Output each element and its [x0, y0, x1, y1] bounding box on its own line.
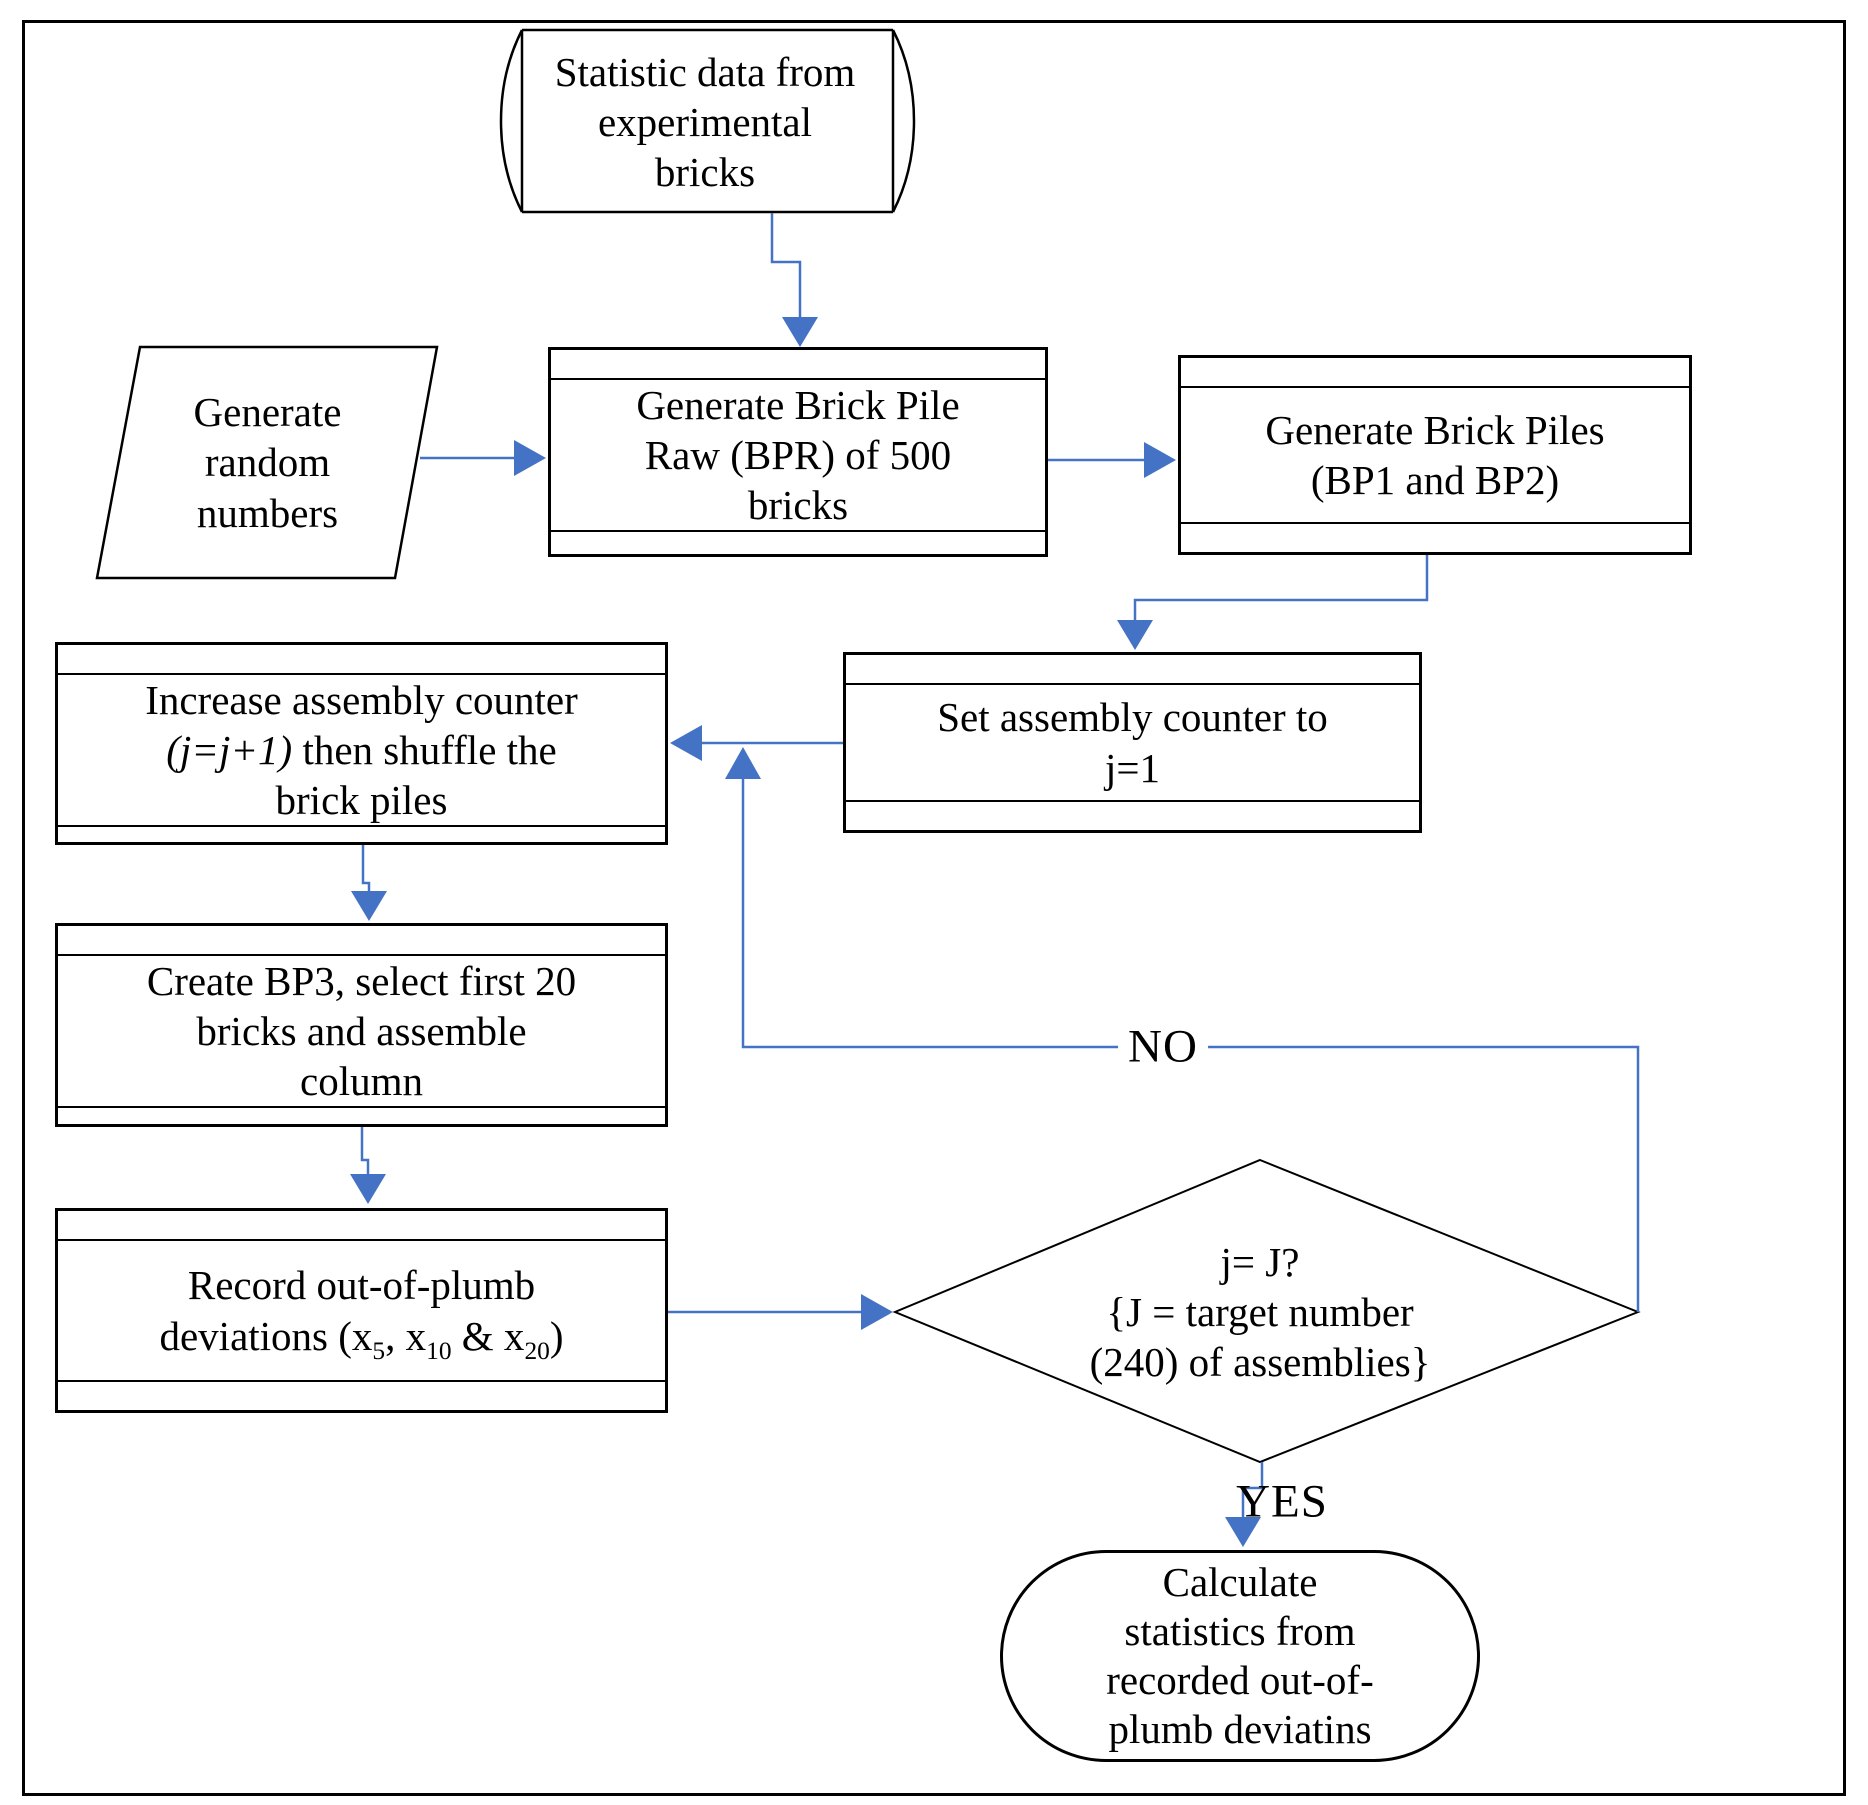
subscript: 20: [524, 1336, 550, 1365]
generate-piles-node: Generate Brick Piles (BP1 and BP2): [1178, 355, 1692, 555]
generate-bpr-node: Generate Brick Pile Raw (BPR) of 500 bri…: [548, 347, 1048, 557]
process-band: [846, 800, 1419, 830]
record-deviations-node: Record out-of-plumb deviations (x5, x10 …: [55, 1208, 668, 1413]
record-line: Record out-of-plumb: [187, 1262, 536, 1309]
create-bp3-line: column: [300, 1058, 423, 1105]
increase-counter-node: Increase assembly counter (j=j+1) then s…: [55, 642, 668, 845]
counter-formula: (j=j+1): [166, 727, 293, 774]
create-bp3-line: Create BP3, select first 20: [146, 958, 577, 1004]
calculate-line: recorded out-of-: [1106, 1657, 1374, 1703]
diagram-border: [22, 20, 1846, 1796]
set-counter-line: Set assembly counter to: [937, 694, 1328, 741]
calculate-statistics-node: Calculate statistics from recorded out-o…: [1000, 1550, 1480, 1762]
process-band: [58, 825, 665, 855]
process-band: [846, 655, 1419, 685]
no-branch-label: NO: [1118, 1020, 1208, 1073]
generate-piles-line: (BP1 and BP2): [1310, 457, 1560, 503]
process-band: [551, 350, 1045, 380]
stored-data-line: bricks: [654, 149, 756, 195]
record-line: deviations (x5, x10 & x20): [159, 1312, 564, 1365]
process-band: [58, 645, 665, 675]
generate-random-line: random: [204, 439, 331, 486]
process-band: [58, 1380, 665, 1410]
process-band: [58, 1211, 665, 1241]
subscript: 5: [372, 1336, 386, 1365]
create-bp3-node: Create BP3, select first 20 bricks and a…: [55, 923, 668, 1127]
calculate-line: Calculate: [1162, 1558, 1318, 1605]
stored-data-line: Statistic data from: [554, 48, 856, 95]
calculate-line: statistics from: [1124, 1607, 1356, 1654]
increase-counter-line: Increase assembly counter: [145, 677, 578, 723]
increase-counter-line: brick piles: [275, 777, 448, 824]
decision-line: {J = target number: [1106, 1288, 1414, 1335]
stored-data-shape: [499, 28, 916, 214]
generate-random-line: Generate: [193, 389, 342, 436]
increase-counter-line: (j=j+1) then shuffle the: [166, 727, 557, 774]
generate-random-node: Generate random numbers: [110, 360, 425, 565]
generate-random-line: numbers: [196, 489, 339, 536]
generate-bpr-line: Generate Brick Pile: [636, 382, 960, 428]
generate-bpr-line: bricks: [747, 482, 849, 529]
decision-node: j= J? {J = target number (240) of assemb…: [960, 1222, 1560, 1402]
stored-data-line: experimental: [597, 98, 812, 145]
stored-data-node: Statistic data from experimental bricks: [505, 38, 905, 206]
process-band: [1181, 522, 1689, 552]
parallelogram-shape: [95, 345, 439, 580]
process-band: [58, 926, 665, 956]
generate-piles-line: Generate Brick Piles: [1265, 406, 1605, 453]
process-band: [58, 1106, 665, 1136]
generate-bpr-line: Raw (BPR) of 500: [644, 432, 952, 479]
decision-line: (240) of assemblies}: [1089, 1339, 1431, 1385]
process-band: [551, 530, 1045, 560]
decision-line: j= J?: [1220, 1238, 1300, 1285]
calculate-line: plumb deviatins: [1108, 1706, 1372, 1753]
set-counter-line: j=1: [1104, 744, 1160, 791]
arrowheads: [350, 317, 1261, 1547]
set-counter-node: Set assembly counter to j=1: [843, 652, 1422, 833]
process-band: [1181, 358, 1689, 388]
create-bp3-line: bricks and assemble: [196, 1008, 527, 1055]
yes-branch-label: YES: [1236, 1475, 1328, 1528]
subscript: 10: [426, 1336, 452, 1365]
decision-diamond-shape: [892, 1158, 1641, 1464]
